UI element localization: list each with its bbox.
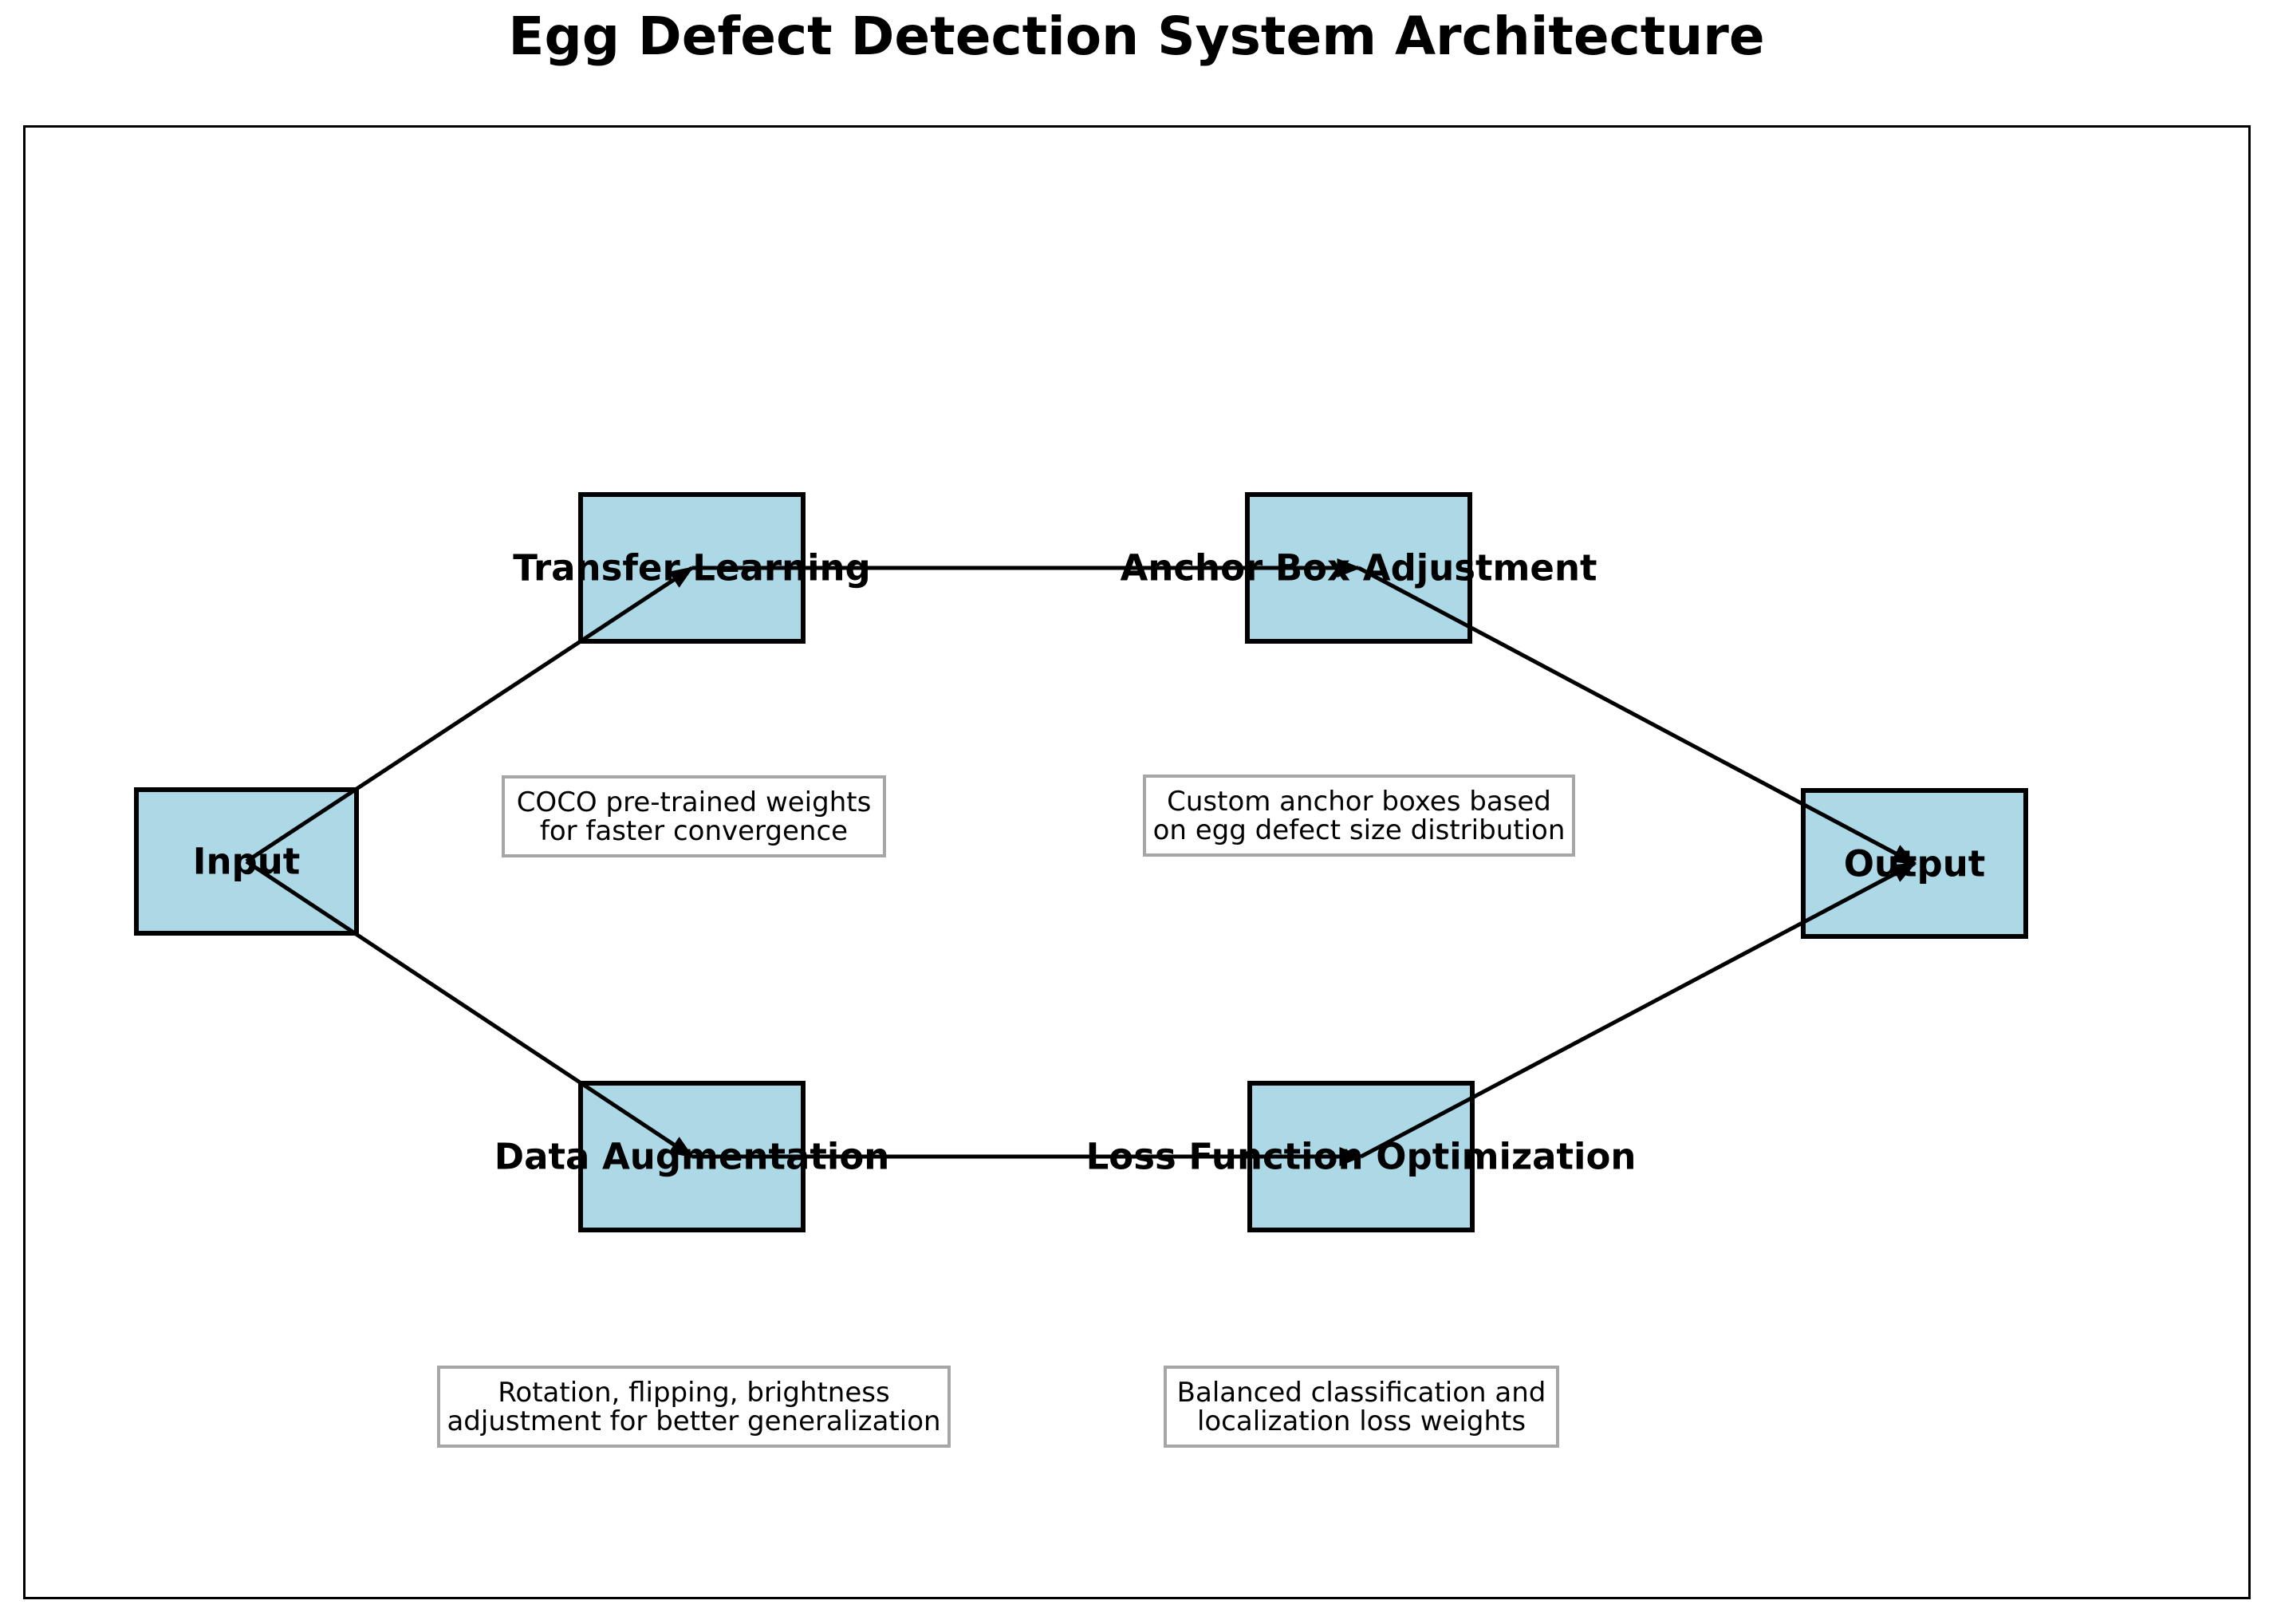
page-title: Egg Defect Detection System Architecture <box>508 6 1765 67</box>
node-label-output: Output <box>1843 842 1986 885</box>
node-label-transfer-learning: Transfer Learning <box>513 546 871 589</box>
node-label-anchor-box-adjustment: Anchor Box Adjustment <box>1120 546 1597 589</box>
annotation-balanced-loss-weights: Balanced classification and localization… <box>1164 1366 1559 1448</box>
annotation-rotation-flipping: Rotation, flipping, brightness adjustmen… <box>437 1366 951 1448</box>
annotation-coco-pretrained: COCO pre-trained weights for faster conv… <box>502 775 886 857</box>
node-label-input: Input <box>192 840 301 883</box>
node-label-data-augmentation: Data Augmentation <box>494 1135 890 1178</box>
annotation-custom-anchor-boxes: Custom anchor boxes based on egg defect … <box>1143 775 1575 857</box>
node-label-loss-function-optimization: Loss Function Optimization <box>1085 1135 1637 1178</box>
